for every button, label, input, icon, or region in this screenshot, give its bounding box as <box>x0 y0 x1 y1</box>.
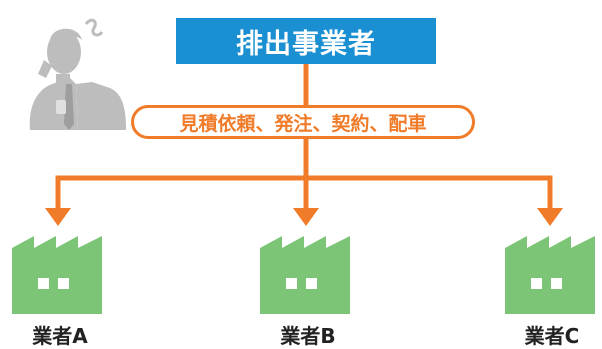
factory-icon <box>505 236 595 314</box>
vendor-c-label: 業者C <box>524 324 580 348</box>
vendor-a-label: 業者A <box>32 324 88 348</box>
factory-icon <box>260 236 350 314</box>
factory-icon <box>12 236 102 314</box>
arrowhead-b <box>293 208 319 226</box>
flow-label: 見積依頼、発注、契約、配車 <box>179 112 427 135</box>
actor-box: 排出事業者 <box>176 18 436 64</box>
flow-lines <box>55 64 553 210</box>
businessman-phone-icon <box>29 18 126 130</box>
vendor-b-label: 業者B <box>280 324 336 348</box>
arrowheads <box>45 208 563 226</box>
actor-label: 排出事業者 <box>236 28 376 60</box>
arrowhead-a <box>45 208 71 226</box>
arrowhead-c <box>537 208 563 226</box>
flow-label-pill: 見積依頼、発注、契約、配車 <box>131 105 475 139</box>
